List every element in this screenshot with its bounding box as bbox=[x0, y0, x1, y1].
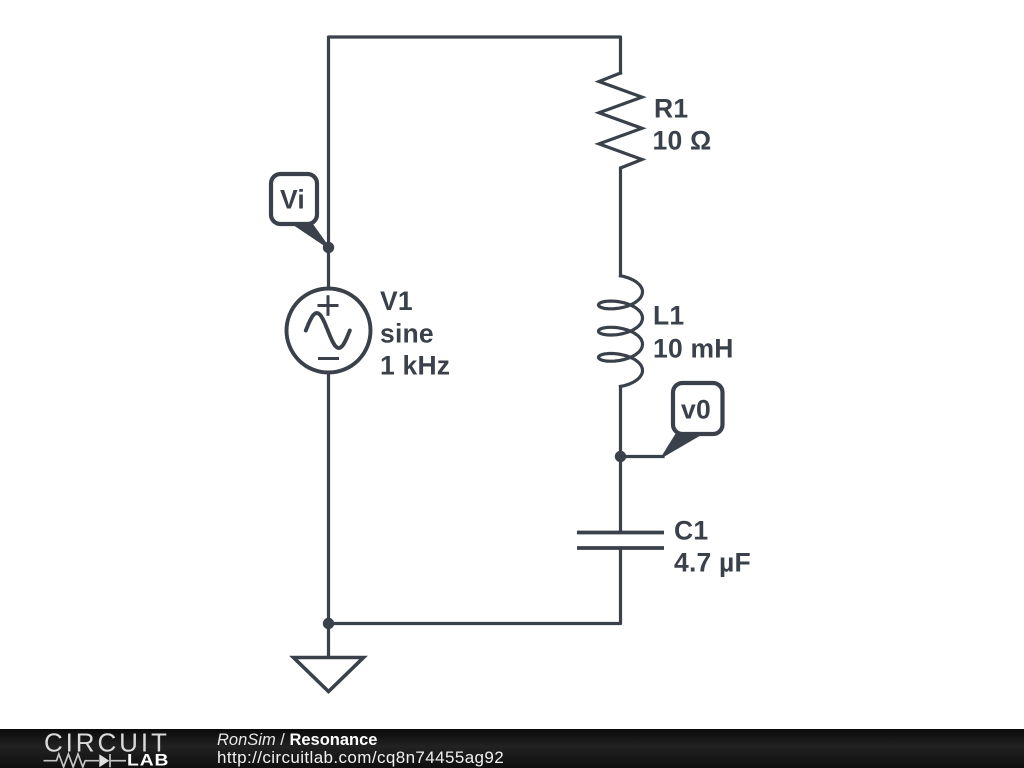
svg-text:LAB: LAB bbox=[127, 751, 169, 768]
svg-text:L1: L1 bbox=[653, 301, 684, 331]
svg-text:R1: R1 bbox=[654, 94, 688, 124]
svg-text:4.7 µF: 4.7 µF bbox=[674, 548, 751, 578]
svg-text:10 Ω: 10 Ω bbox=[653, 126, 712, 156]
svg-text:V1: V1 bbox=[380, 286, 413, 316]
svg-text:CIRCUIT: CIRCUIT bbox=[44, 728, 170, 758]
svg-text:sine: sine bbox=[380, 319, 434, 349]
svg-text:http://circuitlab.com/cq8n7445: http://circuitlab.com/cq8n74455ag92 bbox=[217, 748, 504, 767]
svg-text:C1: C1 bbox=[674, 516, 708, 546]
svg-text:10 mH: 10 mH bbox=[653, 334, 734, 364]
svg-text:v0: v0 bbox=[681, 395, 711, 425]
svg-text:1 kHz: 1 kHz bbox=[380, 351, 450, 381]
svg-text:RonSim / Resonance: RonSim / Resonance bbox=[217, 731, 378, 749]
svg-text:Vi: Vi bbox=[280, 185, 305, 215]
